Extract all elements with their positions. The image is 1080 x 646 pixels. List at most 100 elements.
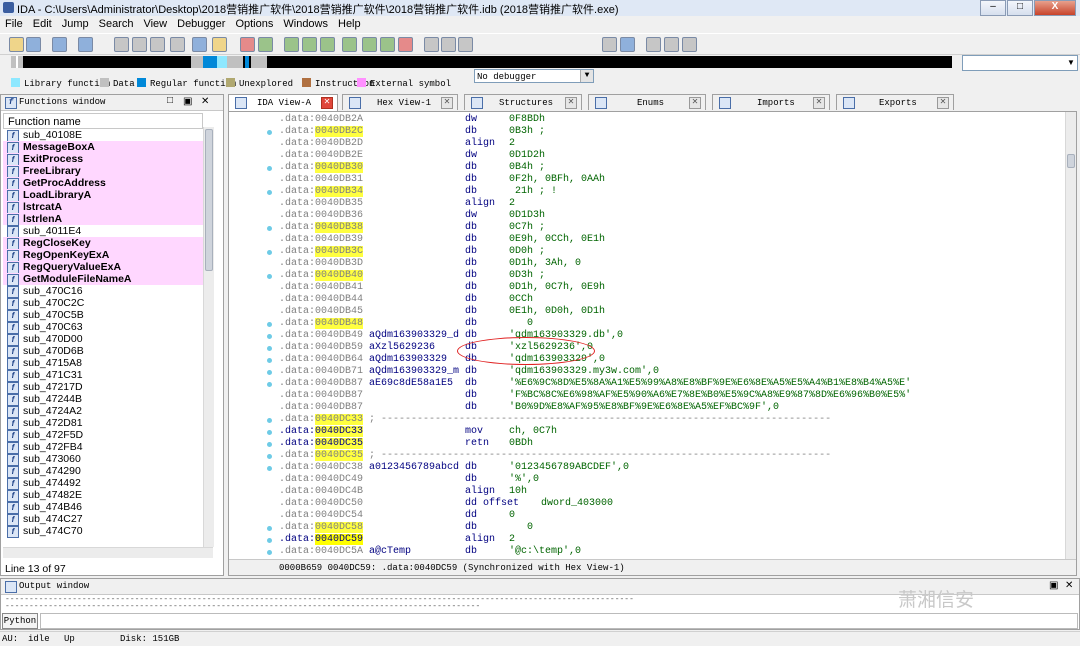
binary-search-icon[interactable] bbox=[114, 37, 129, 52]
panel-float-icon[interactable]: ▣ bbox=[183, 97, 193, 108]
save-icon[interactable] bbox=[26, 37, 41, 52]
function-list-scrollbar[interactable] bbox=[203, 127, 214, 547]
close-button[interactable]: X bbox=[1034, 0, 1076, 16]
disasm-label[interactable]: a0123456789abcd bbox=[369, 462, 460, 473]
back-arrow-icon[interactable] bbox=[52, 37, 67, 52]
open-file-icon[interactable] bbox=[9, 37, 24, 52]
search-next-icon[interactable] bbox=[170, 37, 185, 52]
menu-debugger[interactable]: Debugger bbox=[177, 18, 226, 30]
tab-exports[interactable]: Exports✕ bbox=[836, 94, 954, 110]
disasm-label[interactable]: aQdm163903329_d bbox=[369, 330, 460, 341]
function-list-hscrollbar[interactable] bbox=[3, 547, 213, 558]
panel-minimize-icon[interactable]: □ bbox=[167, 96, 174, 107]
graph-view-icon[interactable] bbox=[646, 37, 661, 52]
menu-view[interactable]: View bbox=[143, 18, 168, 30]
hide-icon[interactable] bbox=[682, 37, 697, 52]
tab-hex-view-1[interactable]: Hex View-1✕ bbox=[342, 94, 458, 110]
disasm-label[interactable]: aQdm163903329_m bbox=[369, 366, 460, 377]
disassembly-scrollbar[interactable] bbox=[1065, 112, 1076, 560]
navigation-band[interactable] bbox=[11, 56, 952, 68]
disasm-label[interactable]: aE69c8dE58a1E5 bbox=[369, 378, 454, 389]
menu-jump[interactable]: Jump bbox=[61, 18, 89, 30]
menu-edit[interactable]: Edit bbox=[32, 18, 52, 30]
add-data-icon[interactable] bbox=[302, 37, 317, 52]
sync-icon[interactable] bbox=[620, 37, 635, 52]
maximize-button[interactable]: □ bbox=[1007, 0, 1033, 16]
menu-help[interactable]: Help bbox=[338, 18, 361, 30]
tab-enums[interactable]: Enums✕ bbox=[588, 94, 706, 110]
add-struct-icon[interactable] bbox=[362, 37, 377, 52]
python-button[interactable]: Python bbox=[2, 613, 38, 629]
text-search-icon[interactable] bbox=[132, 37, 147, 52]
tab-structures[interactable]: Structures✕ bbox=[464, 94, 582, 110]
menu-options[interactable]: Options bbox=[235, 18, 274, 30]
add-enum-icon[interactable] bbox=[380, 37, 395, 52]
menu-windows[interactable]: Windows bbox=[283, 18, 328, 30]
disasm-line[interactable]: .data:0040DC33; ------------------------… bbox=[279, 414, 831, 426]
stop-sign-icon[interactable] bbox=[240, 37, 255, 52]
patch-icon[interactable] bbox=[212, 37, 227, 52]
segment-select[interactable]: ▼ bbox=[962, 55, 1078, 71]
panel-close-icon[interactable]: ✕ bbox=[1065, 581, 1074, 592]
tab-close-icon[interactable]: ✕ bbox=[813, 97, 825, 109]
panel-float-icon[interactable]: ▣ bbox=[1049, 581, 1059, 592]
debugger-select[interactable]: No debugger ▼ bbox=[474, 69, 594, 83]
scrollbar-thumb[interactable] bbox=[205, 129, 213, 271]
pause-icon[interactable] bbox=[441, 37, 456, 52]
disasm-label[interactable]: aXzl5629236 bbox=[369, 342, 436, 353]
green-circle-icon[interactable] bbox=[258, 37, 273, 52]
stop-icon[interactable] bbox=[458, 37, 473, 52]
minimize-button[interactable]: – bbox=[980, 0, 1006, 16]
cross-reference-icon[interactable] bbox=[342, 37, 357, 52]
menu-file[interactable]: File bbox=[5, 18, 23, 30]
